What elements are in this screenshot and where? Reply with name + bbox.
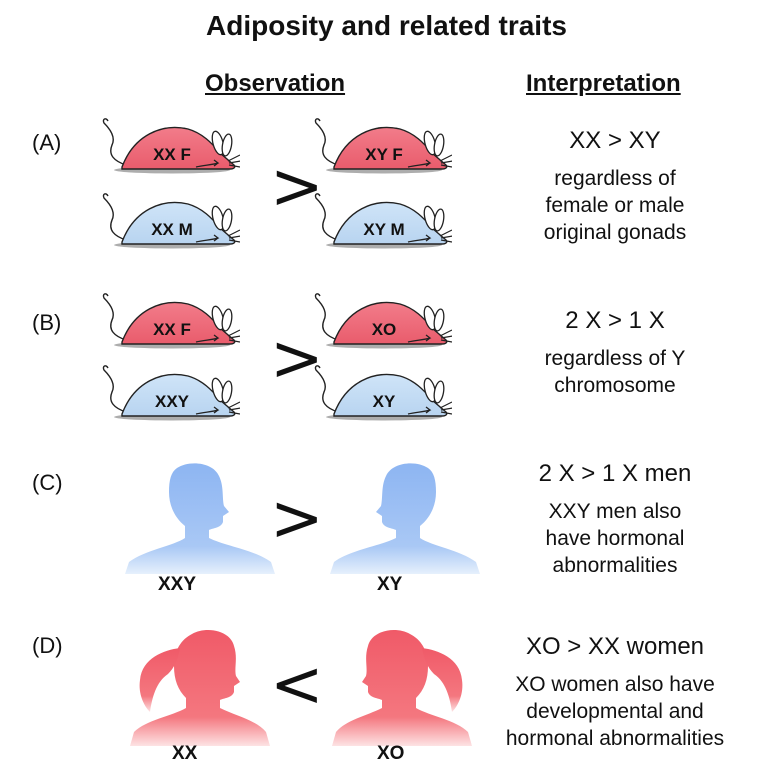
mouse-a-right-bottom: XY M xyxy=(312,190,454,257)
interpretation-c-main: 2 X > 1 X men xyxy=(538,460,692,487)
human-label-c-left: XXY xyxy=(158,574,197,595)
interpretation-d-note-3: hormonal abnormalities xyxy=(505,727,725,750)
human-male-silhouette-left xyxy=(125,463,275,574)
interpretation-b: 2 X > 1 X regardless of Y chromosome xyxy=(495,307,735,399)
interpretation-a: XX > XY regardless of female or male ori… xyxy=(495,127,735,246)
row-a-label: (A) xyxy=(32,130,62,155)
mouse-genotype-label: XXY xyxy=(155,392,190,411)
comparator-a: > xyxy=(270,150,324,224)
mouse-icon: XY xyxy=(314,365,454,421)
interpretation-a-note-3: original gonads xyxy=(543,221,687,244)
human-male-silhouette-right xyxy=(330,463,480,574)
interpretation-c-note-1: XXY men also xyxy=(548,500,682,523)
interpretation-d-note-1: XO women also have xyxy=(515,673,715,696)
mouse-genotype-label: XO xyxy=(372,320,397,339)
mouse-a-left-bottom: XX M xyxy=(100,190,242,257)
interpretation-b-main: 2 X > 1 X xyxy=(565,307,665,334)
mouse-b-left-bottom: XXY xyxy=(100,362,242,429)
mouse-b-right-bottom: XY xyxy=(312,362,454,429)
interpretation-d: XO > XX women XO women also have develop… xyxy=(485,633,745,752)
interpretation-a-main: XX > XY xyxy=(569,127,661,154)
mouse-genotype-label: XX F xyxy=(153,320,191,339)
mouse-icon: XY F xyxy=(314,118,454,174)
mouse-icon: XXY xyxy=(102,365,242,421)
mouse-icon: XY M xyxy=(314,193,454,249)
figure-title: Adiposity and related traits xyxy=(206,10,567,41)
mouse-genotype-label: XY F xyxy=(365,145,402,164)
human-female-silhouette-left xyxy=(130,630,270,746)
mouse-a-right-top: XY F xyxy=(312,115,454,182)
comparator-d: < xyxy=(270,648,324,722)
mouse-b-right-top: XO xyxy=(312,290,454,357)
interpretation-a-note-2: female or male xyxy=(545,194,685,217)
mouse-genotype-label: XY M xyxy=(363,220,404,239)
human-label-d-left: XX xyxy=(172,743,198,764)
interpretation-c-note-3: abnormalities xyxy=(552,554,678,577)
interpretation-header: Interpretation xyxy=(526,70,681,97)
interpretation-d-note-2: developmental and xyxy=(526,700,704,723)
interpretation-a-note-1: regardless of xyxy=(554,167,676,190)
mouse-b-left-top: XX F xyxy=(100,290,242,357)
row-c-label: (C) xyxy=(32,470,63,495)
observation-header: Observation xyxy=(205,70,346,97)
comparator-c: > xyxy=(270,482,324,556)
interpretation-b-note-1: regardless of Y xyxy=(544,347,686,370)
interpretation-b-note-2: chromosome xyxy=(554,374,676,397)
mouse-genotype-label: XX M xyxy=(151,220,193,239)
interpretation-d-main: XO > XX women xyxy=(525,633,705,660)
mouse-icon: XO xyxy=(314,293,454,349)
mouse-icon: XX M xyxy=(102,193,242,249)
interpretation-c: 2 X > 1 X men XXY men also have hormonal… xyxy=(495,460,735,579)
mouse-icon: XX F xyxy=(102,293,242,349)
mouse-icon: XX F xyxy=(102,118,242,174)
human-label-d-right: XO xyxy=(377,743,405,764)
interpretation-c-note-2: have hormonal xyxy=(545,527,685,550)
mouse-a-left-top: XX F xyxy=(100,115,242,182)
comparator-b: > xyxy=(270,322,324,396)
row-b-label: (B) xyxy=(32,310,62,335)
row-d-label: (D) xyxy=(32,633,63,658)
mouse-genotype-label: XY xyxy=(373,392,396,411)
human-female-silhouette-right xyxy=(332,630,472,746)
mouse-genotype-label: XX F xyxy=(153,145,191,164)
human-label-c-right: XY xyxy=(377,574,403,595)
